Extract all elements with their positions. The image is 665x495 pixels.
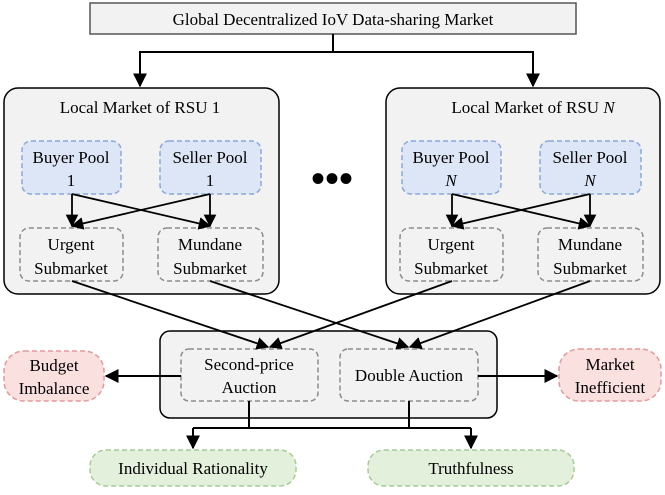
budget-imbalance-box — [3, 350, 105, 402]
arrow-global-to-rsu1 — [133, 34, 334, 88]
rsun-title-prefix: Local Market of RSU — [451, 98, 603, 117]
arrow-global-to-rsun — [333, 51, 540, 88]
budget-imbalance-label2: Imbalance — [19, 379, 90, 398]
second-price-auction-label: Second-price — [204, 355, 294, 374]
buyer-pool-n-index: N — [444, 171, 458, 190]
budget-imbalance-label: Budget — [29, 356, 78, 375]
mundane-submarket-n-label: Mundane — [558, 235, 622, 254]
seller-pool-n-label: Seller Pool — [552, 148, 627, 167]
individual-rationality-box — [89, 449, 297, 487]
buyer-pool-n-label: Buyer Pool — [413, 148, 490, 167]
market-inefficient-label: Market — [585, 355, 634, 374]
truthfulness-box — [367, 449, 575, 487]
global-market-box — [89, 2, 577, 35]
arrow-mundane1-to-double — [209, 280, 410, 350]
seller-pool-1-index: 1 — [206, 171, 215, 190]
truthfulness-label: Truthfulness — [428, 459, 513, 478]
urgent-submarket-1-label2: Submarket — [34, 259, 108, 278]
mundane-submarket-n-label2: Submarket — [553, 259, 627, 278]
rsun-title-var: N — [602, 98, 616, 117]
urgent-submarket-n-label2: Submarket — [414, 259, 488, 278]
arrow-urgentn-to-second-price — [268, 280, 453, 350]
local-market-rsun-title: Local Market of RSU N — [451, 98, 616, 117]
global-market-title: Global Decentralized IoV Data-sharing Ma… — [173, 10, 494, 29]
arrow-seller1-to-urgent1 — [70, 193, 211, 230]
arrow-sellern-to-urgentn — [450, 193, 591, 230]
market-inefficient-box — [558, 348, 662, 402]
urgent-submarket-n-label: Urgent — [428, 235, 475, 254]
urgent-submarket-1-label: Urgent — [48, 235, 95, 254]
seller-pool-n-index: N — [583, 171, 597, 190]
double-auction-label: Double Auction — [355, 366, 464, 385]
buyer-pool-1-label: Buyer Pool — [33, 148, 110, 167]
second-price-auction-label2: Auction — [222, 378, 277, 397]
buyer-pool-1-index: 1 — [67, 171, 76, 190]
mundane-submarket-1-label2: Submarket — [173, 259, 247, 278]
seller-pool-1-label: Seller Pool — [172, 148, 247, 167]
market-inefficient-label2: Inefficient — [575, 378, 646, 397]
arrow-urgent1-to-second-price — [71, 280, 270, 350]
individual-rationality-label: Individual Rationality — [118, 459, 268, 478]
arrow-mundanen-to-double — [408, 280, 591, 350]
mundane-submarket-1-label: Mundane — [178, 235, 242, 254]
ellipsis-dots: ••• — [311, 156, 353, 201]
local-market-rsu1-title: Local Market of RSU 1 — [60, 98, 221, 117]
